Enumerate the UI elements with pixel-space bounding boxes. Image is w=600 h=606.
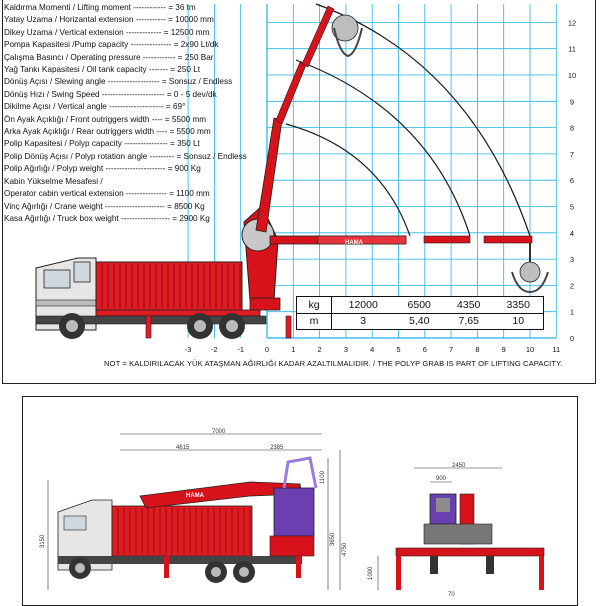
y-tick-label: 1 [570, 308, 574, 317]
reach-cell: 10 [512, 315, 525, 328]
x-tick-label: 3 [344, 345, 348, 354]
x-tick-label: 7 [449, 345, 453, 354]
y-tick-label: 6 [570, 176, 574, 185]
x-tick-label: 4 [370, 345, 374, 354]
y-tick-label: 9 [570, 97, 574, 106]
spec-line: Dikilme Açısı / Vertical angle ---------… [4, 102, 186, 112]
y-tick-label: 11 [568, 45, 576, 54]
spec-line: Yatay Uzama / Horizantal extension -----… [4, 15, 214, 25]
x-tick-label: 6 [423, 345, 427, 354]
svg-text:HAMA: HAMA [186, 493, 205, 499]
spec-line: Dönüş Açısı / Slewing angle ------------… [4, 77, 233, 87]
spec-line: Yağ Tankı Kapasitesi / Oil tank capacity… [4, 65, 201, 75]
spec-line: Dönüş Hızı / Swing Speed ---------------… [4, 89, 217, 99]
rear-view-drawing [377, 467, 545, 590]
spec-line: Arka Ayak Açıklığı / Rear outriggers wid… [4, 127, 211, 137]
y-tick-label: 8 [570, 124, 574, 133]
spec-line: Kasa Ağırlığı / Truck box weight -------… [4, 213, 210, 223]
reach-cell: 3 [360, 315, 367, 328]
dim-side-total: 7000 [212, 429, 226, 435]
capacity-cell: 3350 [493, 297, 543, 314]
side-view-drawing: HAMA [47, 433, 341, 590]
spec-line: Polip Dönüş Açısı / Polyp rotation angle… [4, 151, 247, 161]
spec-line: Dikey Uzama / Vertical extension -------… [4, 27, 210, 37]
dim-side-cabin-top: 1100 [320, 470, 326, 484]
dim-rear-width: 2450 [452, 463, 466, 469]
x-tick-label: -3 [185, 345, 192, 354]
spec-line: Operator cabin vertical extension ------… [4, 189, 210, 199]
spec-line: Polip Kapasitesi / Polyp capacity ------… [4, 139, 200, 149]
x-tick-label: 10 [526, 345, 534, 354]
capacity-table: kg 12000 6500 4350 3350 m 3 5,40 7,65 10 [296, 296, 544, 330]
capacity-row-m: m 3 5,40 7,65 10 [297, 313, 543, 329]
dim-side-height: 4750 [342, 542, 348, 556]
x-tick-label: 9 [502, 345, 506, 354]
y-tick-label: 12 [568, 18, 576, 27]
dim-side-right: 2385 [270, 445, 284, 451]
reach-arc [295, 59, 471, 237]
x-tick-label: 11 [552, 345, 560, 354]
x-tick-label: 1 [291, 345, 295, 354]
capacity-cell: 12000 [331, 297, 395, 314]
dim-side-body: 3650 [330, 532, 336, 546]
unit-label: m [297, 313, 332, 329]
spec-line: Pompa Kapasitesi /Pump capacity --------… [4, 40, 219, 50]
spec-line: Polip Ağırlığı / Polyp weight ----------… [4, 164, 201, 174]
dim-rear-leg: 1000 [368, 566, 374, 580]
reach-cell: 5,40 [408, 315, 430, 328]
spec-line: Ön Ayak Açıklığı / Front outriggers widt… [4, 114, 207, 124]
polyp-grab-right [511, 243, 549, 294]
lifting-note: NOT = KALDIRILACAK YÜK ATAŞMAN AĞIRLIĞI … [104, 359, 563, 368]
x-tick-label: -1 [237, 345, 244, 354]
y-tick-label: 3 [570, 255, 574, 264]
truck-wheels [59, 313, 245, 339]
y-tick-label: 5 [570, 203, 574, 212]
y-tick-label: 7 [570, 150, 574, 159]
capacity-cell: 4350 [443, 297, 494, 314]
y-tick-label: 10 [568, 71, 576, 80]
capacity-cell: 6500 [394, 297, 444, 314]
truck-illustration [35, 5, 549, 339]
x-tick-label: 0 [265, 345, 269, 354]
y-tick-label: 4 [570, 229, 574, 238]
y-tick-label: 2 [570, 281, 574, 290]
upper-frame [2, 0, 596, 384]
spec-line: Kabin Yükselme Mesafesi / [4, 176, 103, 186]
x-tick-label: 8 [475, 345, 479, 354]
dim-rear-bottom: 70 [448, 592, 455, 598]
x-tick-label: 2 [318, 345, 322, 354]
spec-line: Çalışma Basıncı / Operating pressure ---… [4, 52, 214, 62]
polyp-grab-top [331, 14, 363, 58]
reach-arcs [285, 3, 531, 237]
unit-label: kg [297, 297, 332, 314]
specification-list: Kaldırma Momenti / Lifting moment ------… [4, 2, 274, 225]
x-tick-label: 5 [396, 345, 400, 354]
reach-arc [285, 123, 411, 237]
x-tick-label: -2 [211, 345, 218, 354]
spec-line: Kaldırma Momenti / Lifting moment ------… [4, 3, 196, 12]
dim-side-left-height: 3150 [40, 534, 46, 548]
y-tick-label: 0 [570, 334, 574, 343]
boom-brand-label: HAMA [345, 240, 364, 246]
spec-line: Vinç Ağırlığı / Crane weight -----------… [4, 201, 205, 211]
dim-rear-cabin: 900 [436, 476, 447, 482]
reach-cell: 7,65 [458, 315, 479, 328]
capacity-row-kg: kg 12000 6500 4350 3350 [297, 297, 543, 314]
dim-side-left: 4615 [176, 445, 190, 451]
